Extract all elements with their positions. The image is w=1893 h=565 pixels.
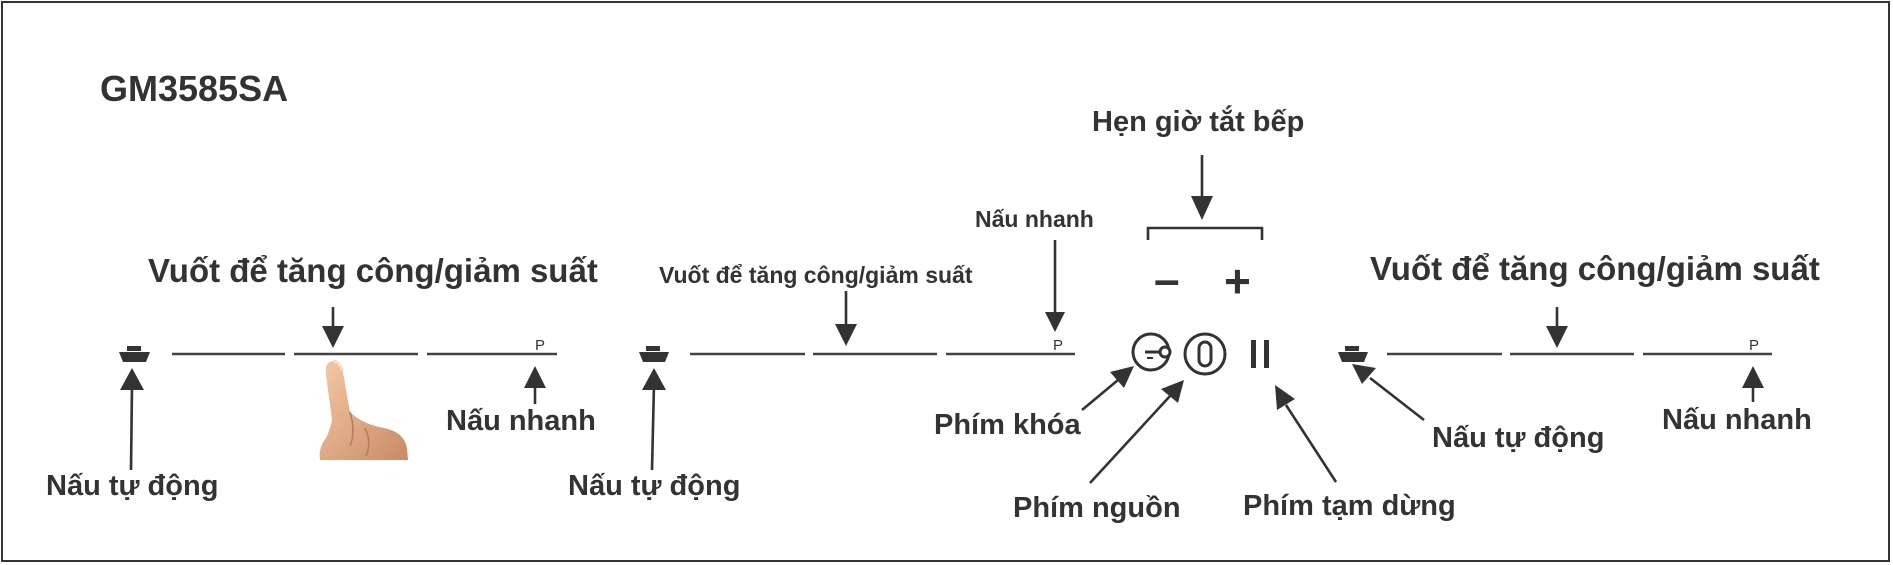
pause-key-arrow — [1275, 385, 1338, 483]
zone2-slide-arrow — [835, 291, 857, 346]
zone2-boost-symbol[interactable]: P — [1053, 337, 1063, 354]
zone1-auto-cook-label: Nấu tự động — [46, 470, 218, 502]
zone1-quick-cook-label: Nấu nhanh — [446, 405, 596, 437]
zone3-boost-symbol[interactable]: P — [1749, 337, 1759, 354]
zone2-auto-cook-arrow — [642, 368, 666, 471]
zone1-quick-cook-arrow — [524, 366, 546, 404]
zone3-quick-cook-label: Nấu nhanh — [1662, 404, 1812, 436]
zone3-auto-cook-arrow — [1352, 364, 1425, 422]
zone1-slide-label: Vuốt để tăng công/giảm suất — [148, 252, 598, 289]
lock-key-arrow — [1081, 366, 1134, 411]
zone2-auto-cook-label: Nấu tự động — [568, 470, 740, 502]
model-title: GM3585SA — [100, 68, 288, 109]
zone3-auto-cook-icon[interactable] — [1338, 346, 1368, 362]
zone2-quick-cook-arrow — [1045, 240, 1065, 332]
power-key-arrow — [1089, 380, 1184, 484]
pause-key-icon[interactable] — [1251, 340, 1269, 368]
pause-key-label: Phím tạm dừng — [1243, 490, 1456, 522]
zone3-quick-cook-arrow — [1742, 366, 1764, 402]
timer-plus-button[interactable]: + — [1224, 255, 1251, 307]
power-key-icon[interactable] — [1183, 332, 1227, 376]
timer-bracket — [1146, 226, 1264, 240]
power-key-label: Phím nguồn — [1013, 492, 1181, 524]
lock-key-icon[interactable] — [1131, 332, 1172, 372]
zone2-slide-label: Vuốt để tăng công/giảm suất — [659, 262, 973, 288]
lock-key-label: Phím khóa — [934, 409, 1082, 441]
zone3-slide-arrow — [1546, 307, 1568, 348]
finger-swipe-icon — [319, 359, 408, 460]
zone1-slide-arrow — [322, 307, 344, 348]
zone2-auto-cook-icon[interactable] — [639, 346, 669, 362]
zone3-auto-cook-label: Nấu tự động — [1432, 422, 1604, 454]
timer-minus-button[interactable]: – — [1154, 253, 1180, 305]
zone3-slide-label: Vuốt để tăng công/giảm suất — [1370, 250, 1820, 287]
timer-arrow — [1191, 155, 1213, 220]
zone1-auto-cook-icon[interactable] — [119, 346, 150, 362]
zone1-auto-cook-arrow — [120, 368, 144, 471]
timer-label: Hẹn giờ tắt bếp — [1092, 104, 1304, 138]
zone2-quick-cook-top-label: Nấu nhanh — [975, 206, 1094, 232]
zone1-boost-symbol[interactable]: P — [535, 337, 545, 354]
